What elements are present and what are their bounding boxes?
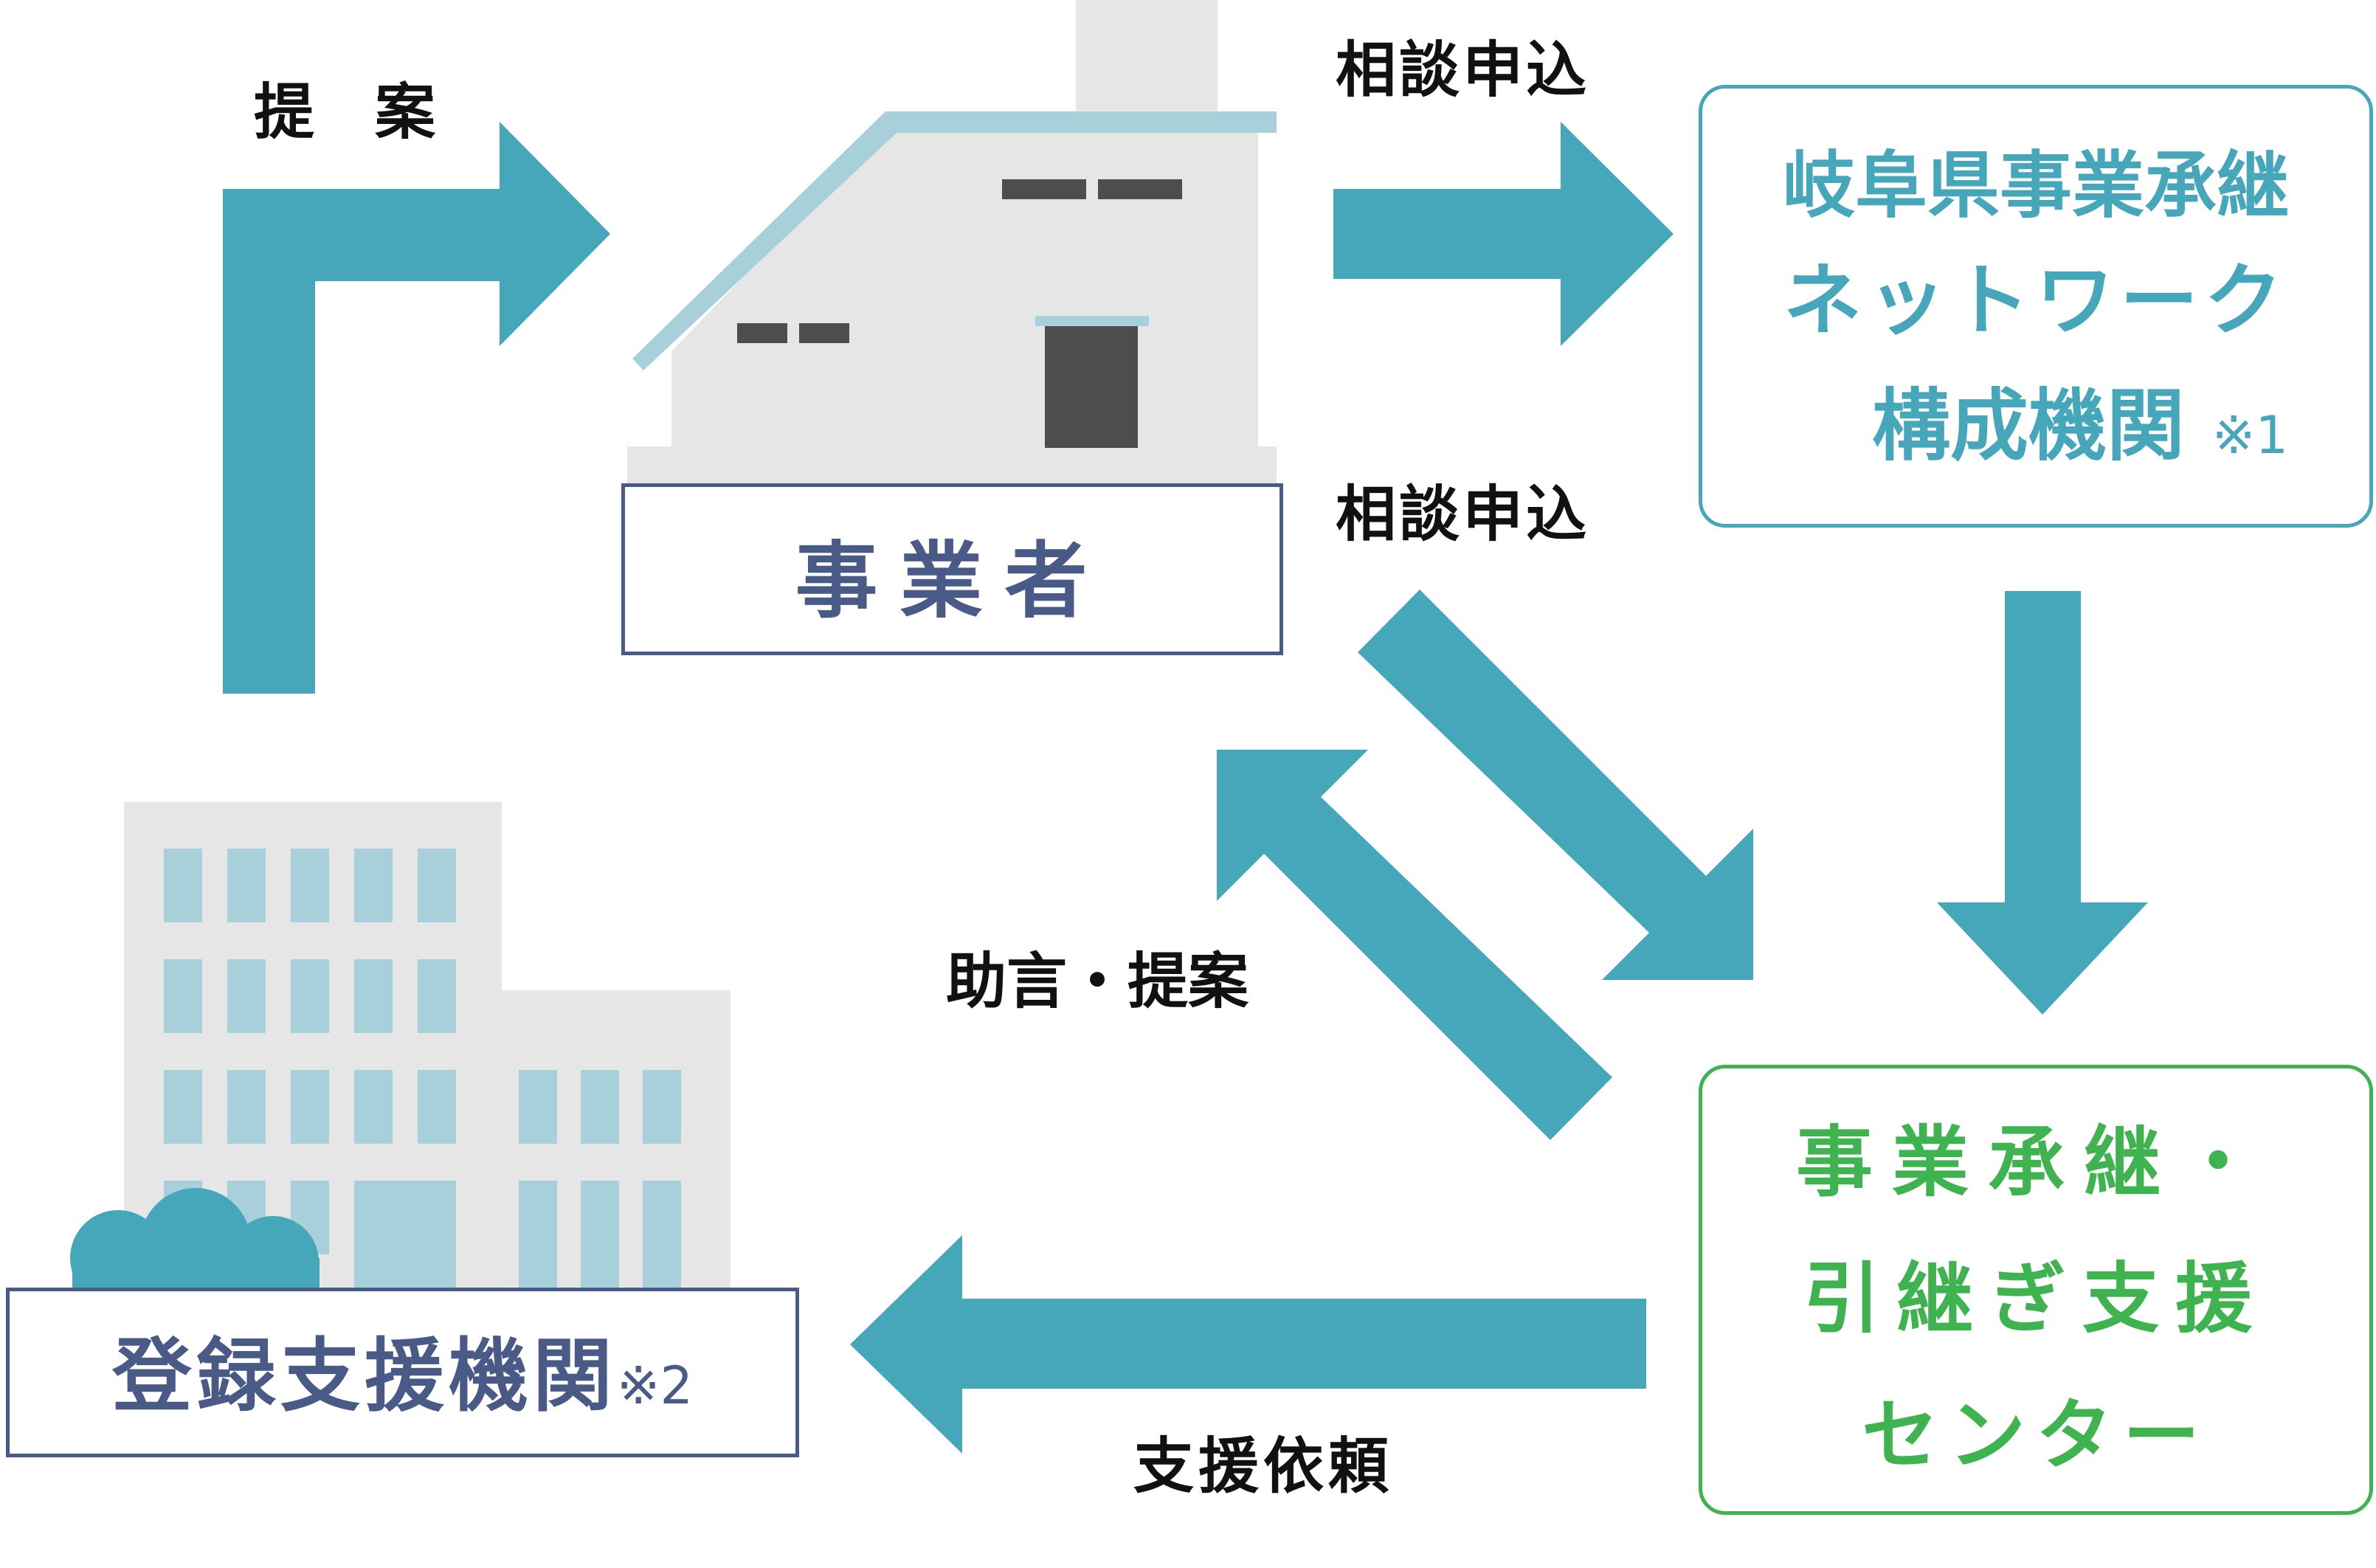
business-owner-box: 事業者 xyxy=(621,483,1283,655)
house-illustration xyxy=(627,0,1277,483)
network-line3: 構成機関 xyxy=(1871,381,2185,472)
registered-agency-label: 登録支援機関 xyxy=(111,1330,617,1423)
network-box: 岐阜県事業承継 ネットワーク 構成機関 ※1 xyxy=(1699,85,2373,528)
business-owner-label: 事業者 xyxy=(795,533,1110,629)
proposal-arrow xyxy=(223,122,610,694)
support-center-box: 事業承継・ 引継ぎ支援 センター xyxy=(1699,1065,2373,1515)
network-to-center-arrow xyxy=(1937,591,2148,1015)
advice-proposal-label: 助言・提案 xyxy=(946,947,1249,1017)
consultation-to-center-label: 相談申込 xyxy=(1336,480,1590,550)
support-center-line2: 引継ぎ支援 xyxy=(1803,1254,2268,1344)
registered-agency-box: 登録支援機関※2 xyxy=(6,1288,799,1457)
support-center-line3: センター xyxy=(1861,1390,2210,1480)
registered-agency-note: ※2 xyxy=(616,1355,694,1416)
consultation-to-center-arrow xyxy=(1358,590,1753,980)
network-line2: ネットワーク xyxy=(1783,255,2288,346)
consultation-to-network-label: 相談申込 xyxy=(1336,35,1590,106)
consultation-to-network-arrow xyxy=(1333,122,1674,346)
support-center-line1: 事業承継・ xyxy=(1795,1117,2276,1207)
proposal-label: 提 案 xyxy=(254,77,436,148)
support-request-arrow xyxy=(850,1235,1646,1454)
network-line1: 岐阜県事業承継 xyxy=(1782,144,2289,228)
network-note: ※1 xyxy=(2211,405,2289,466)
advice-arrow xyxy=(1217,750,1612,1140)
registered-agency-row: 登録支援機関※2 xyxy=(10,1337,795,1417)
office-building-illustration xyxy=(70,802,731,1308)
network-line3-row: 構成機関 ※1 xyxy=(1702,387,2369,466)
support-request-label: 支援依頼 xyxy=(1133,1431,1394,1502)
